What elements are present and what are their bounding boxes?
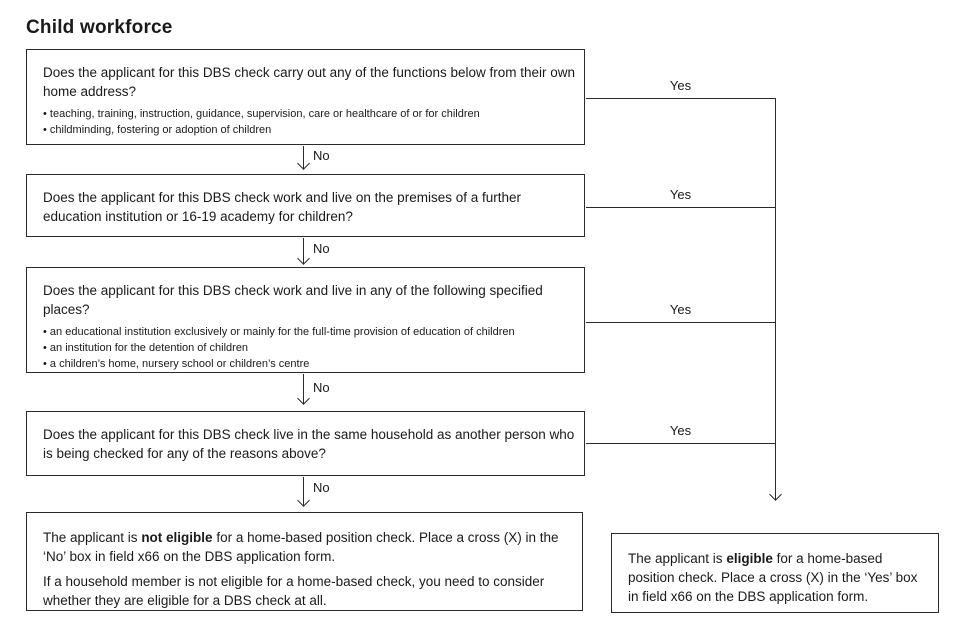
bullet-item: a children’s home, nursery school or chi… <box>43 356 576 372</box>
no-label-2: No <box>313 241 330 256</box>
question-text-4: Does the applicant for this DBS check li… <box>43 427 575 461</box>
not-eligible-text-bold: not eligible <box>141 530 213 545</box>
household-member-note: If a household member is not eligible fo… <box>43 574 545 608</box>
yes-connector-1 <box>586 98 776 99</box>
outcome-box-eligible: The applicant is eligible for a home-bas… <box>611 533 939 613</box>
yes-label-2: Yes <box>669 187 692 202</box>
bullet-item: childminding, fostering or adoption of c… <box>43 122 576 138</box>
yes-label-3: Yes <box>669 302 692 317</box>
question-box-3: Does the applicant for this DBS check wo… <box>26 267 585 373</box>
bullet-item: teaching, training, instruction, guidanc… <box>43 106 576 122</box>
eligible-text-post: for a home-based position check. Place a… <box>628 551 918 604</box>
no-arrow-line-1 <box>303 146 304 169</box>
outcome-box-not-eligible: The applicant is not eligible for a home… <box>26 512 583 611</box>
yes-rail-line <box>775 98 776 500</box>
bullet-item: an educational institution exclusively o… <box>43 324 576 340</box>
question-box-4: Does the applicant for this DBS check li… <box>26 411 585 476</box>
no-arrow-line-2 <box>303 238 304 264</box>
yes-connector-3 <box>586 322 776 323</box>
arrow-down-icon <box>769 488 782 501</box>
not-eligible-text: The applicant is not eligible for a home… <box>43 528 568 566</box>
arrow-down-icon <box>297 252 310 265</box>
yes-connector-4 <box>586 443 776 444</box>
yes-connector-2 <box>586 207 776 208</box>
not-eligible-text-pre: The applicant is <box>43 530 142 545</box>
eligible-text-bold: eligible <box>726 551 773 566</box>
question-box-2: Does the applicant for this DBS check wo… <box>26 174 585 237</box>
eligible-text: The applicant is eligible for a home-bas… <box>628 549 924 606</box>
no-label-1: No <box>313 148 330 163</box>
yes-label-4: Yes <box>669 423 692 438</box>
question-3-bullets: an educational institution exclusively o… <box>43 324 576 372</box>
no-label-3: No <box>313 380 330 395</box>
arrow-down-icon <box>297 392 310 405</box>
question-text-2: Does the applicant for this DBS check wo… <box>43 190 521 224</box>
eligible-text-pre: The applicant is <box>628 551 727 566</box>
question-1-bullets: teaching, training, instruction, guidanc… <box>43 106 576 138</box>
question-text-3: Does the applicant for this DBS check wo… <box>43 283 543 317</box>
question-box-1: Does the applicant for this DBS check ca… <box>26 49 585 145</box>
no-label-4: No <box>313 480 330 495</box>
question-text-1: Does the applicant for this DBS check ca… <box>43 65 576 99</box>
bullet-item: an institution for the detention of chil… <box>43 340 576 356</box>
no-arrow-line-3 <box>303 374 304 404</box>
page-title: Child workforce <box>26 17 173 38</box>
no-arrow-line-4 <box>303 477 304 506</box>
yes-label-1: Yes <box>669 78 692 93</box>
not-eligible-text-post: for a home-based position check. Place a… <box>43 530 559 564</box>
arrow-down-icon <box>297 494 310 507</box>
arrow-down-icon <box>297 157 310 170</box>
